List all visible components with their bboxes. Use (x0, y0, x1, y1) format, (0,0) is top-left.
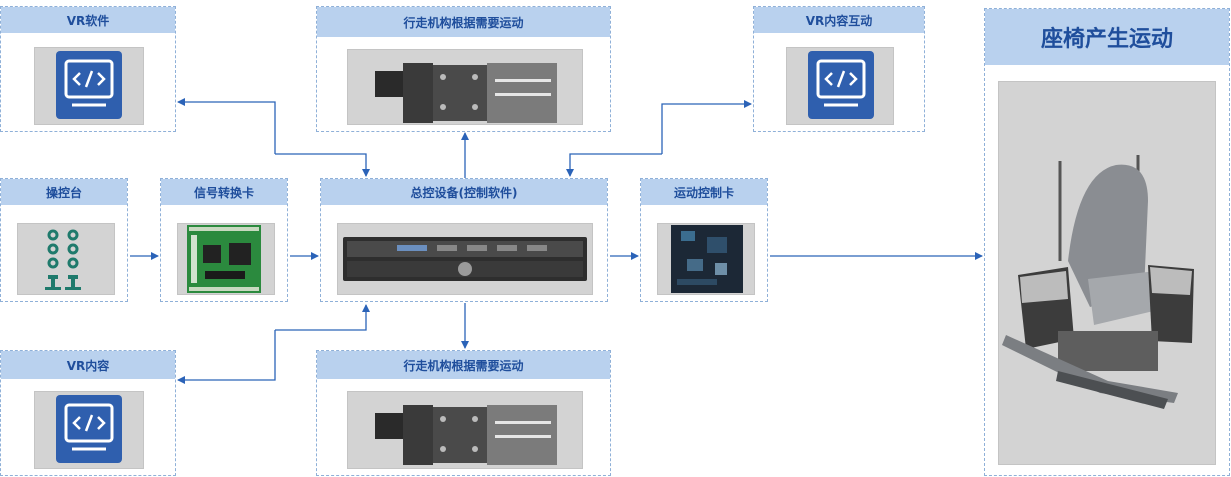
arrow-from-vr-software-to-master (275, 153, 370, 177)
linear-actuator-image (347, 49, 583, 125)
motion-seat-image (998, 81, 1216, 465)
node-title: VR内容互动 (754, 7, 924, 33)
rack-server-image (337, 223, 593, 295)
node-actuator-top: 行走机构根据需要运动 (316, 6, 611, 132)
node-vr-content: VR内容 (0, 350, 176, 476)
node-title: 座椅产生运动 (985, 9, 1229, 65)
node-title: 行走机构根据需要运动 (317, 7, 610, 37)
node-console: 操控台 (0, 178, 128, 302)
node-image (786, 47, 894, 125)
node-master-control: 总控设备(控制软件) (320, 178, 608, 302)
node-title: 运动控制卡 (641, 179, 767, 205)
node-title: 总控设备(控制软件) (321, 179, 607, 205)
arrow-from-vr-content-to-master (275, 304, 370, 331)
node-image (34, 47, 144, 125)
node-title: VR内容 (1, 351, 175, 379)
code-monitor-icon (56, 51, 122, 119)
node-vr-interaction: VR内容互动 (753, 6, 925, 132)
node-title: 操控台 (1, 179, 127, 205)
button-panel-image (17, 223, 115, 295)
node-actuator-bottom: 行走机构根据需要运动 (316, 350, 611, 476)
linear-actuator-image (347, 391, 583, 469)
node-title: VR软件 (1, 7, 175, 33)
node-signal-card: 信号转换卡 (160, 178, 288, 302)
node-image (34, 391, 144, 469)
arrow-to-vr-software (177, 98, 276, 154)
node-vr-software: VR软件 (0, 6, 176, 132)
node-title: 行走机构根据需要运动 (317, 351, 610, 379)
pcb-layout-image (657, 223, 755, 295)
code-monitor-icon (808, 51, 874, 119)
arrow-from-vr-interaction-to-master (566, 153, 662, 177)
arrow-to-vr-content (177, 330, 276, 384)
arrow-to-vr-interaction (661, 100, 752, 154)
code-monitor-icon (56, 395, 122, 463)
node-seat-motion: 座椅产生运动 (984, 8, 1230, 476)
node-motion-card: 运动控制卡 (640, 178, 768, 302)
node-title: 信号转换卡 (161, 179, 287, 205)
circuit-board-image (177, 223, 275, 295)
